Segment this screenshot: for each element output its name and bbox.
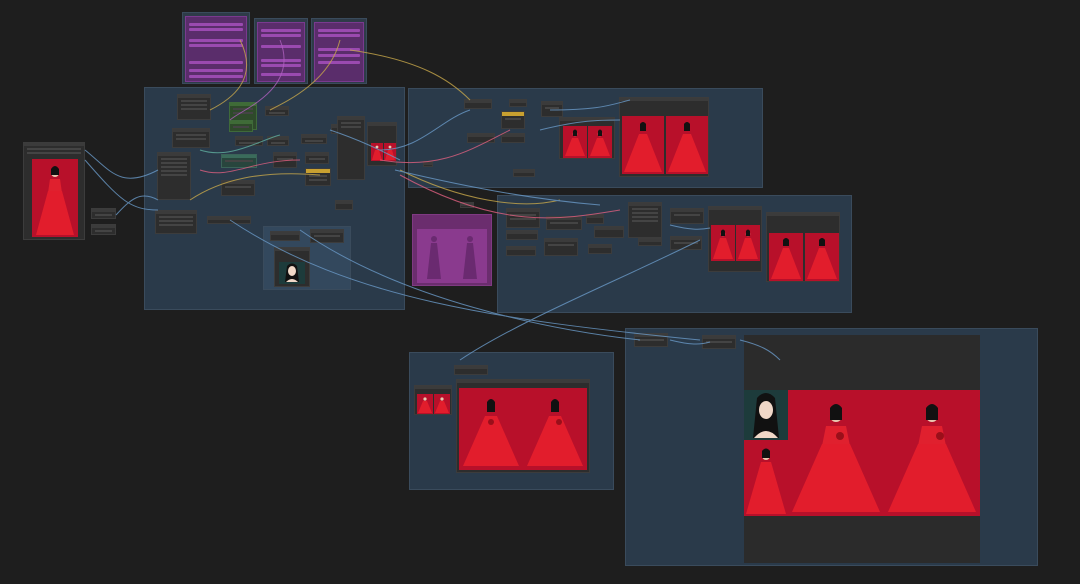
node[interactable] xyxy=(172,128,210,148)
node[interactable] xyxy=(506,230,538,240)
node[interactable] xyxy=(506,208,540,228)
preview-image xyxy=(371,143,383,161)
node[interactable] xyxy=(638,238,662,246)
prompt-node[interactable] xyxy=(314,22,364,82)
node[interactable] xyxy=(177,94,211,120)
prompt-node[interactable] xyxy=(257,22,305,82)
node[interactable] xyxy=(155,210,197,234)
upscale-group-1[interactable] xyxy=(408,88,763,188)
final-output-image xyxy=(884,390,980,516)
small-node[interactable] xyxy=(91,224,116,235)
node[interactable] xyxy=(670,236,702,250)
silhouette-preview-group[interactable] xyxy=(412,214,492,286)
node[interactable] xyxy=(207,216,251,224)
upscaled-image xyxy=(666,116,708,174)
preview-node[interactable] xyxy=(766,212,840,282)
upscale-group-3[interactable] xyxy=(409,352,614,490)
compare-node[interactable] xyxy=(414,385,452,415)
node[interactable] xyxy=(501,133,525,143)
silhouette-image xyxy=(417,229,487,283)
upscaled-image xyxy=(523,388,587,470)
node[interactable] xyxy=(467,133,495,143)
compare-image xyxy=(588,126,612,158)
final-preview-panel[interactable] xyxy=(744,335,980,563)
node[interactable] xyxy=(221,180,255,196)
compare-node[interactable] xyxy=(559,117,615,159)
node[interactable] xyxy=(157,152,191,200)
node[interactable] xyxy=(235,136,263,146)
prompt-group-1[interactable] xyxy=(182,12,250,84)
node[interactable] xyxy=(270,231,300,241)
node[interactable] xyxy=(541,101,563,117)
vae-decode-node[interactable] xyxy=(337,116,365,180)
node[interactable] xyxy=(509,99,527,107)
node[interactable] xyxy=(301,134,327,144)
node[interactable] xyxy=(310,229,344,243)
node[interactable] xyxy=(588,244,612,254)
main-processing-group[interactable] xyxy=(144,87,405,310)
node[interactable] xyxy=(544,238,578,256)
model-node[interactable] xyxy=(221,154,257,168)
load-image-node[interactable] xyxy=(23,142,85,240)
upscaled-image xyxy=(622,116,664,174)
final-output-image xyxy=(788,390,884,516)
node[interactable] xyxy=(594,226,624,238)
prompt-node[interactable] xyxy=(185,16,247,82)
node[interactable] xyxy=(460,202,474,208)
final-output-group[interactable] xyxy=(625,328,1038,566)
compare-node[interactable] xyxy=(708,206,762,272)
compare-image xyxy=(434,394,450,414)
preview-image xyxy=(384,143,396,161)
node[interactable] xyxy=(586,214,604,224)
face-reference-thumb xyxy=(744,390,788,440)
node[interactable] xyxy=(506,246,536,256)
upscaled-image xyxy=(459,388,523,470)
node[interactable] xyxy=(335,200,353,210)
compare-image xyxy=(711,225,735,261)
input-image xyxy=(32,159,78,237)
node[interactable] xyxy=(454,365,488,375)
small-node[interactable] xyxy=(91,208,116,219)
node[interactable] xyxy=(273,152,297,168)
preview-node[interactable] xyxy=(367,122,397,166)
prompt-group-2[interactable] xyxy=(254,18,308,84)
face-image-node[interactable] xyxy=(274,247,310,287)
node[interactable] xyxy=(628,202,662,238)
node[interactable] xyxy=(464,99,492,109)
upscale-group-2[interactable] xyxy=(497,195,852,313)
input-thumb xyxy=(744,440,788,516)
upscaled-image xyxy=(805,233,839,281)
node[interactable] xyxy=(546,216,582,230)
compare-image xyxy=(736,225,760,261)
face-reference-image xyxy=(279,262,305,284)
lora-node[interactable] xyxy=(229,120,253,132)
node[interactable] xyxy=(265,106,289,116)
node[interactable] xyxy=(305,152,329,164)
node[interactable] xyxy=(513,169,535,177)
compare-image xyxy=(563,126,587,158)
node[interactable] xyxy=(634,333,668,347)
node[interactable] xyxy=(267,136,289,146)
sampler-node[interactable] xyxy=(305,168,331,186)
node[interactable] xyxy=(423,161,433,167)
node[interactable] xyxy=(670,208,704,224)
sampler-node[interactable] xyxy=(501,111,525,129)
face-reference-group[interactable] xyxy=(263,226,351,290)
node[interactable] xyxy=(702,335,736,349)
preview-node[interactable] xyxy=(456,379,590,473)
preview-node[interactable] xyxy=(619,97,709,177)
upscaled-image xyxy=(769,233,803,281)
compare-image xyxy=(417,394,433,414)
prompt-group-3[interactable] xyxy=(311,18,367,84)
